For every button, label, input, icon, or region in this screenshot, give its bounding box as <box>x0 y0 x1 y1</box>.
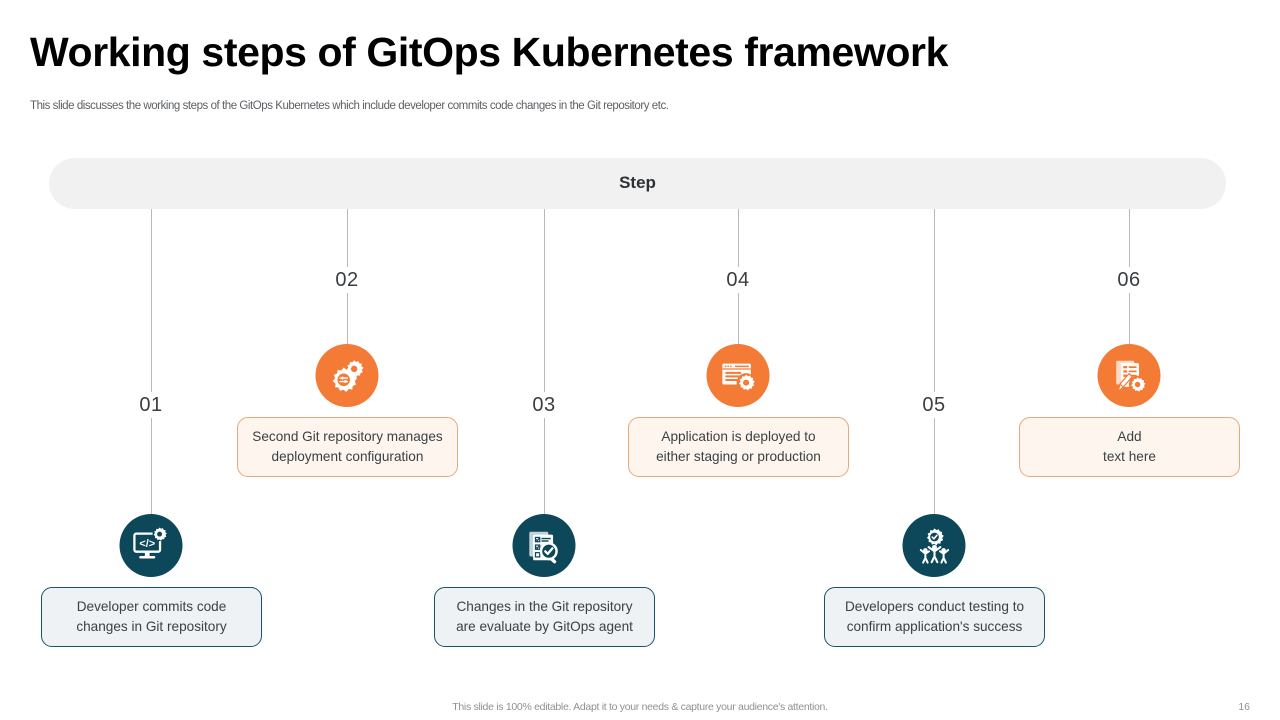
rail-03 <box>544 209 545 519</box>
step-number-02: 02 <box>326 267 368 293</box>
step-caption-03[interactable]: Changes in the Git repository are evalua… <box>434 587 655 647</box>
step-header-bar: Step <box>49 158 1226 209</box>
step-number-06: 06 <box>1108 267 1150 293</box>
page-number: 16 <box>1238 701 1250 713</box>
rail-01 <box>151 209 152 519</box>
step-number-04: 04 <box>717 267 759 293</box>
svg-text:</>: </> <box>139 537 155 549</box>
step-caption-04[interactable]: Application is deployed to either stagin… <box>628 417 849 477</box>
step-caption-01[interactable]: Developer commits code changes in Git re… <box>41 587 262 647</box>
people-gear-check-icon <box>915 527 953 565</box>
page-title: Working steps of GitOps Kubernetes frame… <box>30 29 948 75</box>
step-icon-circle-02[interactable] <box>315 344 379 407</box>
gears-settings-icon <box>328 357 366 395</box>
step-number-03: 03 <box>523 392 565 418</box>
monitor-code-gear-icon: </> <box>132 526 170 565</box>
page-subtitle: This slide discusses the working steps o… <box>30 100 669 112</box>
step-header-label: Step <box>619 173 656 192</box>
footer-note: This slide is 100% editable. Adapt it to… <box>452 701 828 713</box>
step-icon-circle-03[interactable] <box>512 514 576 577</box>
browser-window-gear-icon <box>719 357 757 395</box>
step-icon-circle-04[interactable] <box>706 344 770 407</box>
step-number-05: 05 <box>913 392 955 418</box>
rail-05 <box>934 209 935 519</box>
step-icon-circle-05[interactable] <box>902 514 966 577</box>
checklist-magnifier-icon <box>525 527 563 565</box>
step-caption-05[interactable]: Developers conduct testing to confirm ap… <box>824 587 1045 647</box>
step-icon-circle-06[interactable] <box>1097 344 1161 407</box>
step-caption-06[interactable]: Add text here <box>1019 417 1240 477</box>
step-icon-circle-01[interactable]: </> <box>119 514 183 577</box>
step-caption-02[interactable]: Second Git repository manages deployment… <box>237 417 458 477</box>
document-pencil-gear-icon <box>1110 357 1148 395</box>
step-number-01: 01 <box>130 392 172 418</box>
